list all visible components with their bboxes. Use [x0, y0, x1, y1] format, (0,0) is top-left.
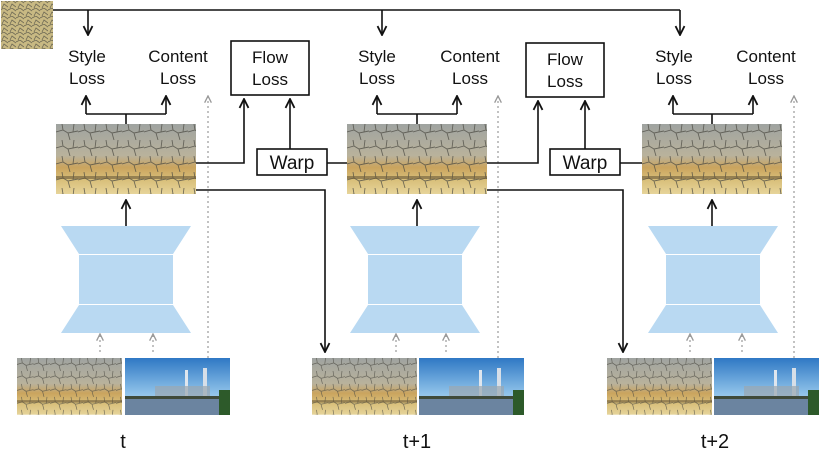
- time-label: t+1: [403, 431, 431, 453]
- content-frame: [714, 358, 819, 415]
- style-loss-label: Style: [358, 47, 396, 66]
- style-network: [648, 226, 778, 333]
- style-loss-label: Style: [68, 47, 106, 66]
- content-loss-label: Content: [440, 47, 500, 66]
- column-t-plus-2: Style Loss Content Loss t+2: [607, 47, 819, 453]
- style-loss-label: Loss: [69, 69, 105, 88]
- time-label: t: [120, 431, 126, 453]
- warp-box: [256, 148, 328, 176]
- column-t-plus-1: Style Loss Content Loss t+1: [312, 47, 524, 453]
- content-loss-label: Loss: [452, 69, 488, 88]
- style-network: [61, 226, 191, 333]
- style-loss-label: Loss: [359, 69, 395, 88]
- column-t: Style Loss Content Loss t: [17, 47, 230, 453]
- content-frame: [125, 358, 230, 415]
- flow-loss-label: Flow: [252, 48, 289, 67]
- content-frame: [419, 358, 524, 415]
- previous-stylized-frame: [312, 358, 417, 415]
- style-loss-label: Loss: [656, 69, 692, 88]
- style-network: [350, 226, 480, 333]
- content-loss-label: Loss: [748, 69, 784, 88]
- previous-stylized-frame: [607, 358, 712, 415]
- content-loss-label: Content: [736, 47, 796, 66]
- warp-label: Warp: [270, 153, 315, 174]
- stylized-output-frame: [56, 124, 196, 194]
- content-loss-label: Loss: [160, 69, 196, 88]
- style-loss-label: Style: [655, 47, 693, 66]
- content-loss-label: Content: [148, 47, 208, 66]
- flow-loss-label: Flow: [547, 50, 584, 69]
- stylized-output-frame: [642, 124, 782, 194]
- time-label: t+2: [701, 431, 729, 453]
- flow-loss-label: Loss: [252, 70, 288, 89]
- warp-label: Warp: [563, 153, 608, 174]
- style-reference-image: [1, 1, 53, 49]
- flow-loss-label: Loss: [547, 72, 583, 91]
- flow-loss-box: [230, 40, 310, 96]
- flow-block-2: Flow Loss Warp: [487, 42, 642, 352]
- flow-block-1: Flow Loss Warp: [196, 40, 347, 352]
- stylized-output-frame: [347, 124, 487, 194]
- flow-loss-box: [525, 42, 605, 98]
- previous-stylized-frame: [17, 358, 122, 415]
